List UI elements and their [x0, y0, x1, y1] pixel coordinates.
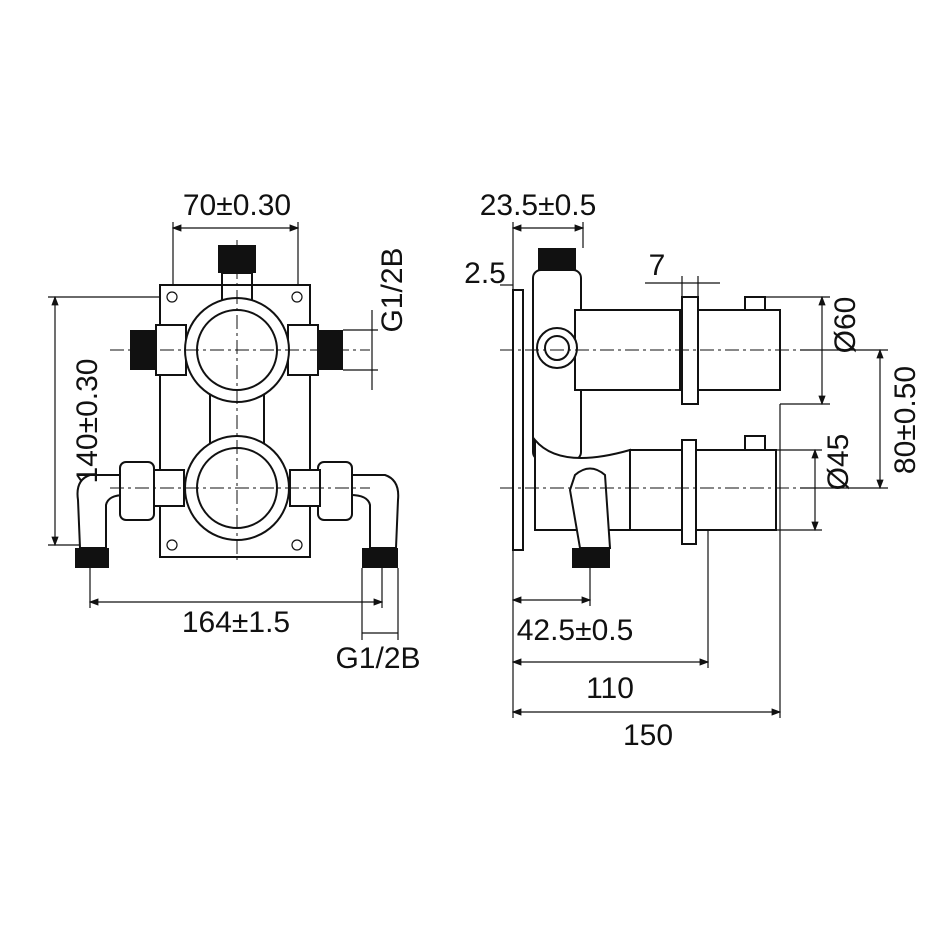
dim-width-top: 70±0.30 — [183, 189, 291, 222]
dim-center-distance: 80±0.50 — [889, 366, 922, 474]
bottom-right-thread — [362, 548, 398, 568]
dim-depth-max: 150 — [623, 719, 673, 752]
top-thread-side — [538, 248, 576, 270]
dim-depth-min: 42.5±0.5 — [517, 614, 634, 647]
dim-thread-bottom: G1/2B — [335, 642, 420, 675]
dim-height: 140±0.30 — [71, 359, 104, 484]
cover-plate — [512, 289, 524, 551]
side-view: 23.5±0.5 2.5 7 Ø60 80±0.50 Ø45 42.5±0.5 … — [464, 189, 922, 752]
dim-width-bottom: 164±1.5 — [182, 606, 290, 639]
dim-depth-top: 23.5±0.5 — [480, 189, 597, 222]
lower-handle — [695, 449, 777, 531]
bottom-left-thread — [75, 548, 109, 568]
dim-gap: 7 — [649, 249, 666, 282]
dim-dia-small: Ø45 — [822, 434, 855, 491]
dim-thread-side: G1/2B — [376, 247, 409, 332]
mounting-plate — [159, 284, 311, 558]
front-view: 70±0.30 140±0.30 164±1.5 G1/2B G1/2B — [48, 189, 421, 675]
dim-dia-large: Ø60 — [829, 297, 862, 354]
bottom-thread-side — [572, 548, 610, 568]
dim-plate: 2.5 — [464, 257, 506, 290]
dim-depth-mid: 110 — [586, 672, 634, 705]
